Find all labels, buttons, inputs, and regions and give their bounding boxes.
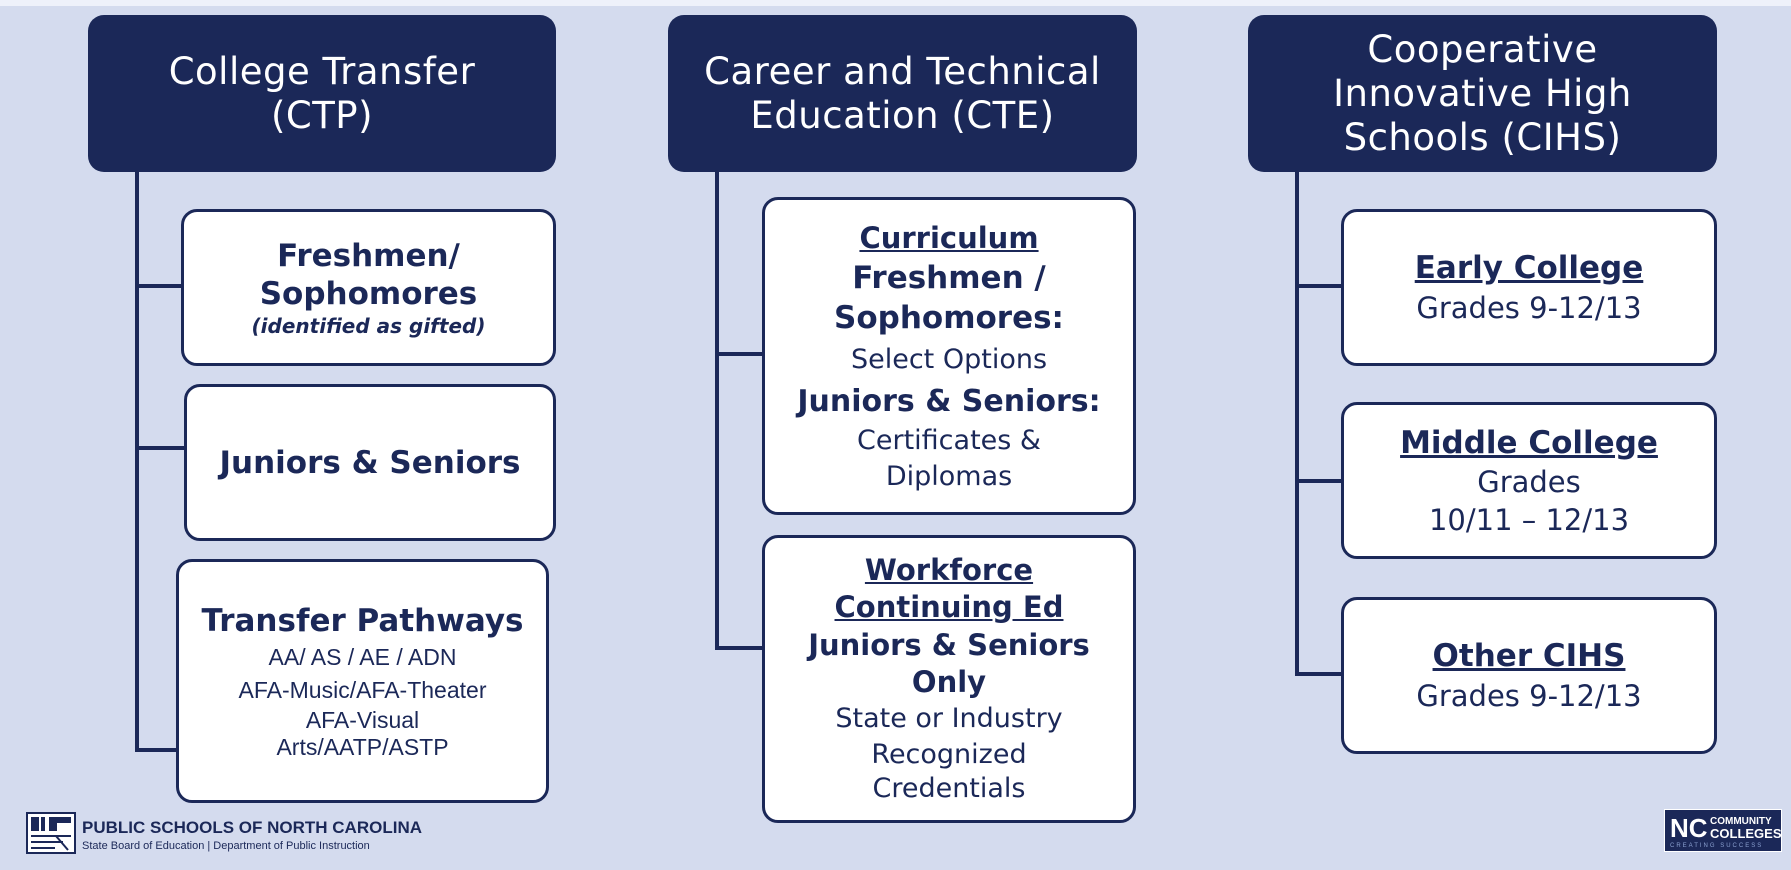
- connector-branch: [1295, 479, 1342, 483]
- pathway-line: Arts/AATP/ASTP: [276, 734, 449, 760]
- logo-nc-text: NC: [1670, 813, 1708, 843]
- box-heading: Other CIHS: [1432, 637, 1626, 674]
- connector-branch: [1295, 672, 1342, 676]
- box-juniors-seniors: Juniors & Seniors: [184, 384, 556, 541]
- box-title: Transfer Pathways: [201, 603, 524, 639]
- box-title: Juniors & Seniors: [219, 444, 521, 481]
- top-border: [0, 0, 1791, 6]
- header-line: Innovative High: [1333, 71, 1632, 115]
- box-transfer-pathways: Transfer Pathways AA/ AS / AE / ADN AFA-…: [176, 559, 549, 803]
- footer-title: PUBLIC SCHOOLS OF NORTH CAROLINA: [82, 818, 422, 837]
- box-text: Grades 9-12/13: [1416, 290, 1642, 325]
- pathway-line: AFA-Music/AFA-Theater: [238, 677, 487, 703]
- box-subheading: Juniors & Seniors:: [797, 384, 1101, 419]
- header-line: Career and Technical: [704, 49, 1101, 93]
- box-text: Select Options: [850, 344, 1048, 375]
- box-title: Sophomores: [259, 275, 478, 312]
- box-curriculum: Curriculum Freshmen / Sophomores: Select…: [762, 197, 1136, 515]
- box-note: (identified as gifted): [251, 313, 486, 338]
- footer-subtitle: State Board of Education | Department of…: [82, 840, 370, 852]
- box-text: Credentials: [872, 773, 1026, 804]
- connector-branch: [135, 748, 177, 752]
- box-workforce-continuing-ed: Workforce Continuing Ed Juniors & Senior…: [762, 535, 1136, 823]
- box-heading: Curriculum: [859, 221, 1039, 255]
- header-career-technical: Career and Technical Education (CTE): [668, 15, 1137, 172]
- logo-colleges-text: COLLEGES: [1710, 826, 1782, 841]
- box-other-cihs: Other CIHS Grades 9-12/13: [1341, 597, 1717, 754]
- box-subheading: Sophomores:: [834, 300, 1064, 336]
- connector-trunk: [1295, 172, 1299, 676]
- header-college-transfer: College Transfer (CTP): [88, 15, 556, 172]
- connector-branch: [715, 352, 763, 356]
- box-heading: Middle College: [1400, 424, 1658, 461]
- pathway-line: AA/ AS / AE / ADN: [268, 644, 457, 670]
- connector-trunk: [715, 172, 719, 650]
- box-text: 10/11 – 12/13: [1428, 502, 1630, 537]
- box-text: Grades: [1477, 464, 1581, 499]
- box-text: Certificates &: [857, 425, 1041, 456]
- box-freshmen-sophomores: Freshmen/ Sophomores (identified as gift…: [181, 209, 556, 366]
- box-heading: Continuing Ed: [834, 590, 1064, 624]
- box-text: Grades 9-12/13: [1416, 678, 1642, 713]
- box-subheading: Juniors & Seniors: [808, 628, 1090, 662]
- logo-tagline: CREATING SUCCESS: [1670, 843, 1764, 849]
- nc-community-colleges-logo: NC COMMUNITY COLLEGES CREATING SUCCESS: [1664, 809, 1782, 852]
- header-line: Cooperative: [1367, 27, 1598, 71]
- header-line: (CTP): [270, 93, 374, 137]
- box-early-college: Early College Grades 9-12/13: [1341, 209, 1717, 366]
- box-subheading: Only: [911, 665, 987, 699]
- connector-branch: [1295, 284, 1342, 288]
- header-line: Education (CTE): [750, 93, 1055, 137]
- box-text: Recognized: [871, 739, 1027, 770]
- connector-branch: [715, 646, 763, 650]
- header-line: College Transfer: [168, 49, 476, 93]
- connector-branch: [135, 284, 182, 288]
- connector-trunk: [135, 172, 139, 752]
- pathway-line: AFA-Visual: [305, 707, 420, 733]
- box-subheading: Freshmen /: [852, 260, 1046, 296]
- connector-branch: [135, 446, 185, 450]
- nc-map-logo-icon: [26, 812, 76, 854]
- public-schools-logo: PUBLIC SCHOOLS OF NORTH CAROLINA State B…: [26, 810, 486, 858]
- box-text: Diplomas: [885, 461, 1013, 492]
- header-line: Schools (CIHS): [1343, 115, 1622, 159]
- logo-community-text: COMMUNITY: [1710, 816, 1772, 827]
- box-text: State or Industry: [835, 703, 1063, 734]
- box-heading: Workforce: [864, 553, 1034, 587]
- header-cihs: Cooperative Innovative High Schools (CIH…: [1248, 15, 1717, 172]
- box-heading: Early College: [1414, 249, 1644, 286]
- box-title: Freshmen/: [277, 237, 460, 274]
- box-middle-college: Middle College Grades 10/11 – 12/13: [1341, 402, 1717, 559]
